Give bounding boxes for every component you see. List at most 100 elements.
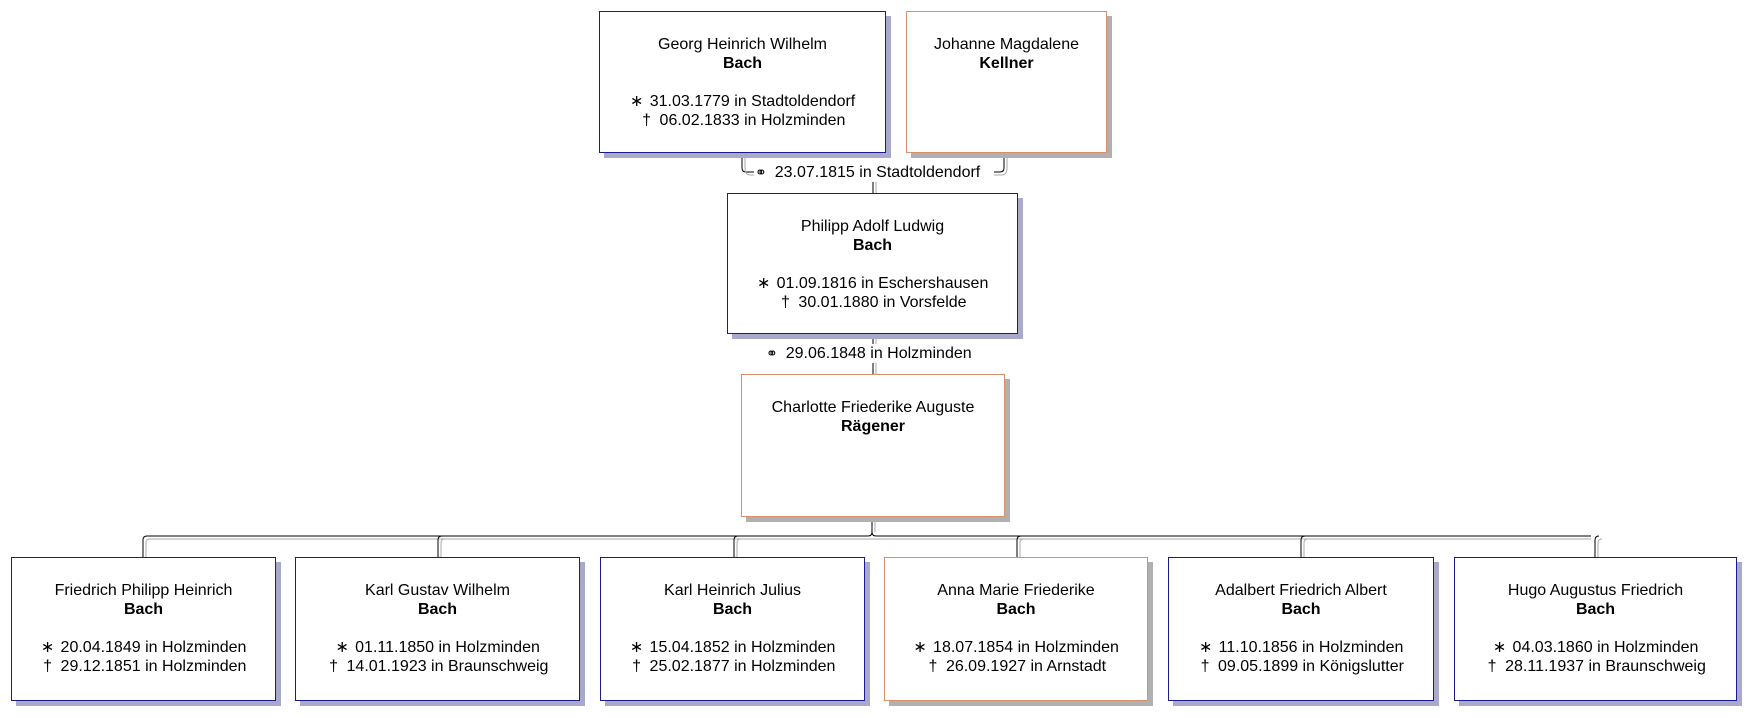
child-connector-6 xyxy=(1594,535,1600,557)
person-box-johanne-magdalene-kellner[interactable]: Johanne Magdalene Kellner xyxy=(906,11,1107,153)
death-line: † 28.11.1937 in Braunschweig xyxy=(1455,657,1736,676)
birth-line: ∗ 31.03.1779 in Stadtoldendorf xyxy=(600,92,885,111)
death-line: † 09.05.1899 in Königslutter xyxy=(1169,657,1433,676)
birth-icon: ∗ xyxy=(1198,639,1213,656)
death-cross-icon: † xyxy=(43,658,52,675)
birth-date-place: 18.07.1854 in Holzminden xyxy=(933,639,1119,656)
given-name: Friedrich Philipp Heinrich xyxy=(54,582,233,599)
surname: Kellner xyxy=(979,55,1034,72)
person-box-georg-heinrich-wilhelm-bach[interactable]: Georg Heinrich Wilhelm Bach ∗ 31.03.1779 … xyxy=(599,11,886,153)
surname: Bach xyxy=(1575,601,1616,618)
birth-date-place: 01.11.1850 in Holzminden xyxy=(355,639,540,656)
birth-icon: ∗ xyxy=(756,275,771,292)
given-name: Adalbert Friedrich Albert xyxy=(1215,582,1387,599)
birth-line: ∗ 20.04.1849 in Holzminden xyxy=(12,638,275,657)
child-box-4[interactable]: Anna Marie Friederike Bach ∗ 18.07.1854 i… xyxy=(884,557,1148,701)
death-date-place: 28.11.1937 in Braunschweig xyxy=(1505,658,1706,675)
surname: Bach xyxy=(1281,601,1321,618)
child-connector-shadow-6 xyxy=(1597,538,1603,557)
birth-date-place: 04.03.1860 in Holzminden xyxy=(1512,639,1699,656)
birth-line: ∗ 15.04.1852 in Holzminden xyxy=(601,638,864,657)
birth-date-place: 20.04.1849 in Holzminden xyxy=(60,639,247,656)
child-connector-1 xyxy=(142,535,148,557)
child-connector-shadow-5 xyxy=(1303,538,1309,557)
death-date-place: 29.12.1851 in Holzminden xyxy=(60,658,247,675)
given-name: Johanne Magdalene xyxy=(933,36,1079,53)
child-connector-3 xyxy=(733,535,739,557)
marriage-date-place: 23.07.1815 in Stadtoldendorf xyxy=(774,164,981,181)
death-line: † 30.01.1880 in Vorsfelde xyxy=(728,293,1017,312)
given-name: Philipp Adolf Ludwig xyxy=(800,218,945,235)
birth-date-place: 15.04.1852 in Holzminden xyxy=(649,639,836,656)
child-box-5[interactable]: Adalbert Friedrich Albert Bach ∗ 11.10.18… xyxy=(1168,557,1434,701)
death-date-place: 25.02.1877 in Holzminden xyxy=(649,658,836,675)
child-box-6[interactable]: Hugo Augustus Friedrich Bach ∗ 04.03.1860… xyxy=(1454,557,1737,701)
birth-icon: ∗ xyxy=(40,639,55,656)
death-date-place: 26.09.1927 in Arnstadt xyxy=(945,658,1107,675)
death-cross-icon: † xyxy=(642,112,651,129)
given-name: Georg Heinrich Wilhelm xyxy=(658,36,827,53)
death-line: † 25.02.1877 in Holzminden xyxy=(601,657,864,676)
surname: Bach xyxy=(417,601,458,618)
death-line: † 14.01.1923 in Braunschweig xyxy=(296,657,579,676)
death-cross-icon: † xyxy=(329,658,338,675)
birth-icon: ∗ xyxy=(629,639,644,656)
surname: Bach xyxy=(123,601,164,618)
birth-icon: ∗ xyxy=(913,639,927,656)
death-line: † 29.12.1851 in Holzminden xyxy=(12,657,275,676)
child-box-1[interactable]: Friedrich Philipp Heinrich Bach ∗ 20.04.1… xyxy=(11,557,276,701)
death-line: † 06.02.1833 in Holzminden xyxy=(600,111,885,130)
surname: Bach xyxy=(996,601,1036,618)
death-date-place: 06.02.1833 in Holzminden xyxy=(659,112,846,129)
given-name: Hugo Augustus Friedrich xyxy=(1507,582,1684,599)
given-name: Karl Gustav Wilhelm xyxy=(365,582,510,599)
birth-date-place: 01.09.1816 in Eschershausen xyxy=(776,275,989,292)
marriage-label-1: ⚭ 23.07.1815 in Stadtoldendorf xyxy=(754,163,982,182)
connector-georg xyxy=(741,153,754,173)
child-connector-2 xyxy=(437,535,443,557)
surname: Rägener xyxy=(840,418,906,435)
death-date-place: 09.05.1899 in Königslutter xyxy=(1218,658,1404,675)
surname: Bach xyxy=(712,601,753,618)
death-line: † 26.09.1927 in Arnstadt xyxy=(885,657,1147,676)
death-cross-icon: † xyxy=(1487,658,1497,675)
child-connector-5 xyxy=(1300,535,1306,557)
marriage-date-place: 29.06.1848 in Holzminden xyxy=(785,345,972,362)
person-box-charlotte-friederike-auguste-raegener[interactable]: Charlotte Friederike Auguste Rägener xyxy=(741,374,1005,517)
birth-date-place: 31.03.1779 in Stadtoldendorf xyxy=(649,93,856,110)
child-box-3[interactable]: Karl Heinrich Julius Bach ∗15.04.1852 in… xyxy=(600,557,865,701)
marriage-label-2: ⚭ 29.06.1848 in Holzminden xyxy=(765,344,973,363)
children-bus xyxy=(147,531,1591,537)
marriage-rings-icon: ⚭ xyxy=(766,345,778,361)
birth-line: ∗ 11.10.1856 in Holzminden xyxy=(1169,638,1433,657)
birth-icon: ∗ xyxy=(335,639,349,656)
child-box-2[interactable]: Karl Gustav Wilhelm Bach ∗ 01.11.1850 in … xyxy=(295,557,580,701)
birth-line: ∗ 01.09.1816 in Eschershausen xyxy=(728,274,1017,293)
person-box-philipp-adolf-ludwig-bach[interactable]: Philipp Adolf Ludwig Bach ∗ 01.09.1816 in… xyxy=(727,193,1018,334)
birth-icon: ∗ xyxy=(1492,639,1507,656)
child-connector-4 xyxy=(1016,535,1022,557)
death-cross-icon: † xyxy=(780,294,790,311)
child-connector-shadow-1 xyxy=(145,538,151,557)
birth-line: ∗ 18.07.1854 in Holzminden xyxy=(885,638,1147,657)
birth-line: ∗ 01.11.1850 in Holzminden xyxy=(296,638,579,657)
connector-georg-shadow xyxy=(744,153,754,176)
death-date-place: 30.01.1880 in Vorsfelde xyxy=(798,294,967,311)
birth-date-place: 11.10.1856 in Holzminden xyxy=(1218,639,1404,656)
death-cross-icon: † xyxy=(632,658,641,675)
surname: Bach xyxy=(722,55,763,72)
given-name: Charlotte Friederike Auguste xyxy=(771,399,975,416)
marriage-rings-icon: ⚭ xyxy=(755,164,767,180)
child-connector-shadow-4 xyxy=(1019,538,1025,557)
death-date-place: 14.01.1923 in Braunschweig xyxy=(346,658,549,675)
surname: Bach xyxy=(852,237,893,254)
connector-johanne-shadow xyxy=(994,153,1008,176)
birth-icon: ∗ xyxy=(630,93,644,110)
death-cross-icon: † xyxy=(1200,658,1210,675)
child-connector-shadow-2 xyxy=(440,538,446,557)
birth-line: ∗ 04.03.1860 in Holzminden xyxy=(1455,638,1736,657)
child-connector-shadow-3 xyxy=(736,538,742,557)
given-name: Anna Marie Friederike xyxy=(937,582,1095,599)
death-cross-icon: † xyxy=(928,658,938,675)
